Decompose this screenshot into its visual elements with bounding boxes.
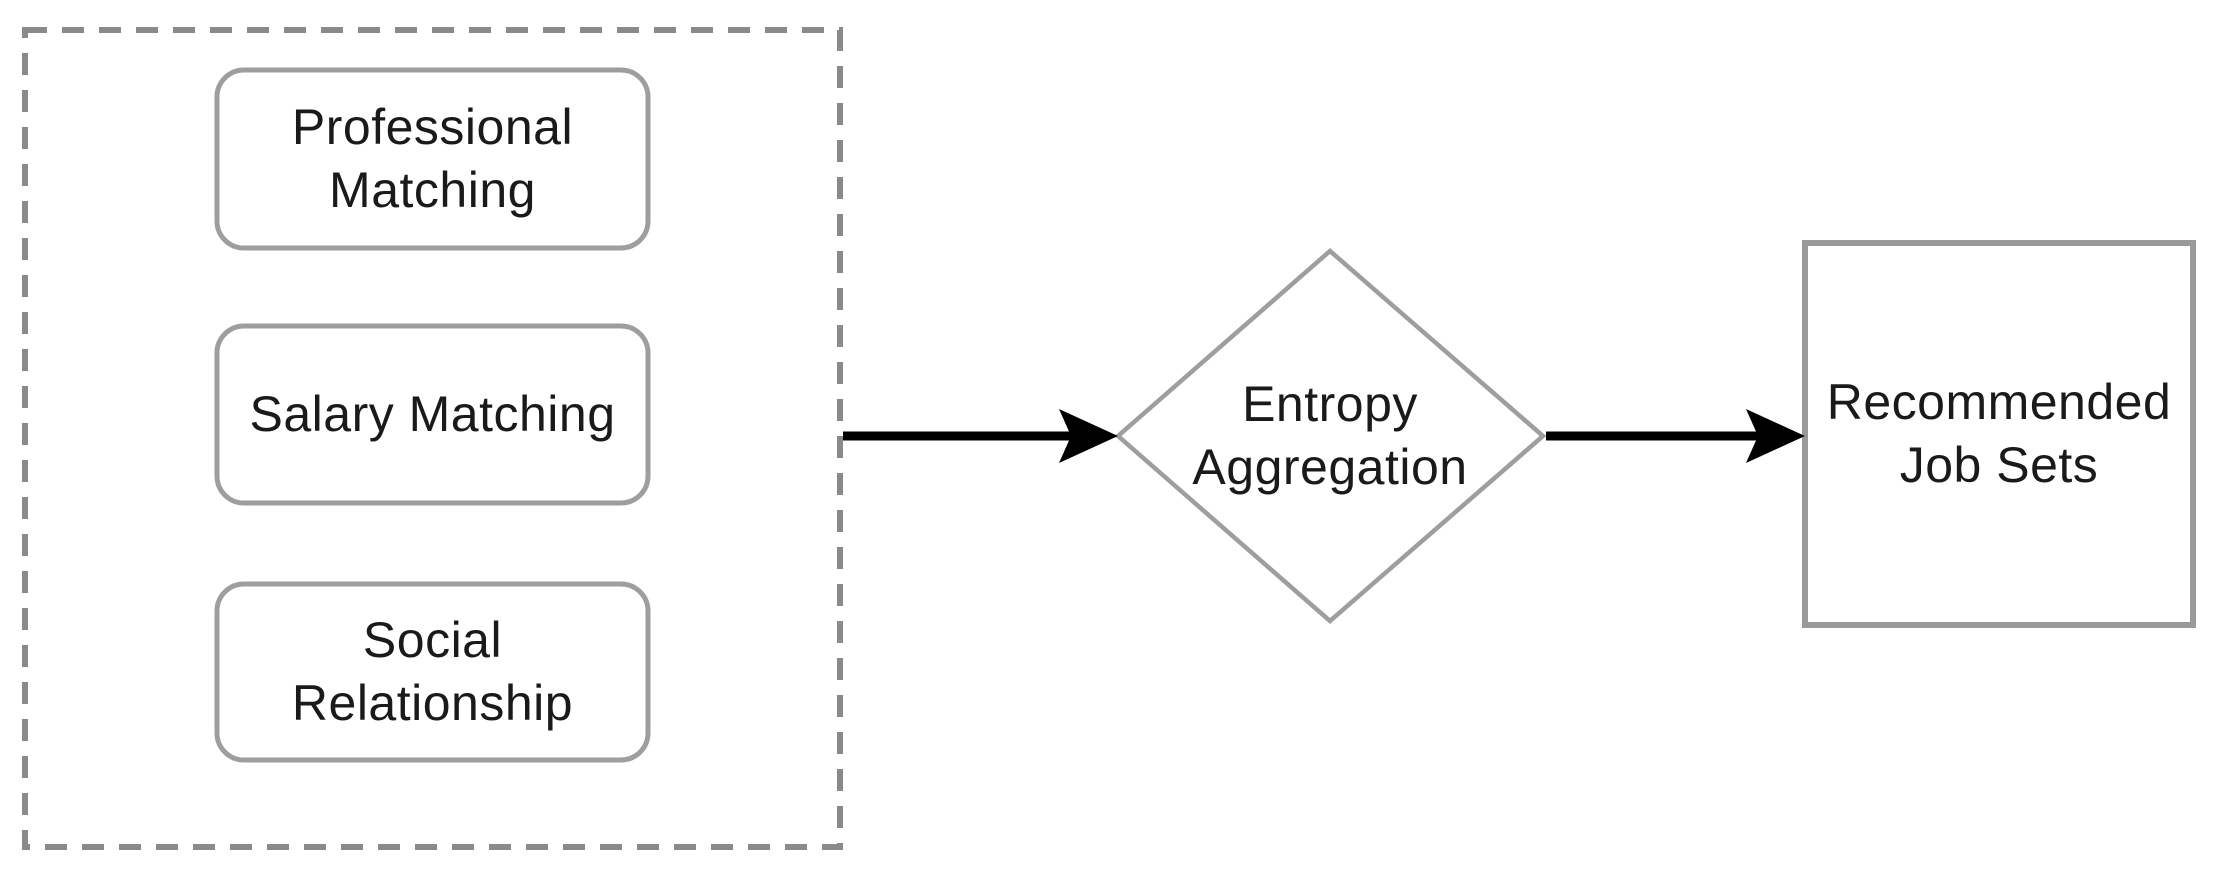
node-social-relationship [214, 581, 651, 763]
node-entropy-aggregation [1114, 248, 1547, 624]
node-label-social-relationship: Social Relationship [291, 612, 574, 731]
node-label-salary-matching: Salary Matching [249, 386, 616, 442]
node-salary-matching [214, 323, 651, 506]
arrowhead-icon [1746, 409, 1805, 463]
group-dashed-box [22, 27, 843, 850]
node-label-recommended-job-sets: Recommended Job Sets [1826, 374, 2172, 493]
node-label-professional-matching: Professional Matching [291, 99, 574, 218]
arrowhead-icon [1059, 409, 1118, 463]
node-professional-matching [214, 67, 651, 251]
node-label-entropy-aggregation: Entropy Aggregation [1192, 376, 1468, 495]
node-recommended-job-sets [1802, 240, 2196, 628]
